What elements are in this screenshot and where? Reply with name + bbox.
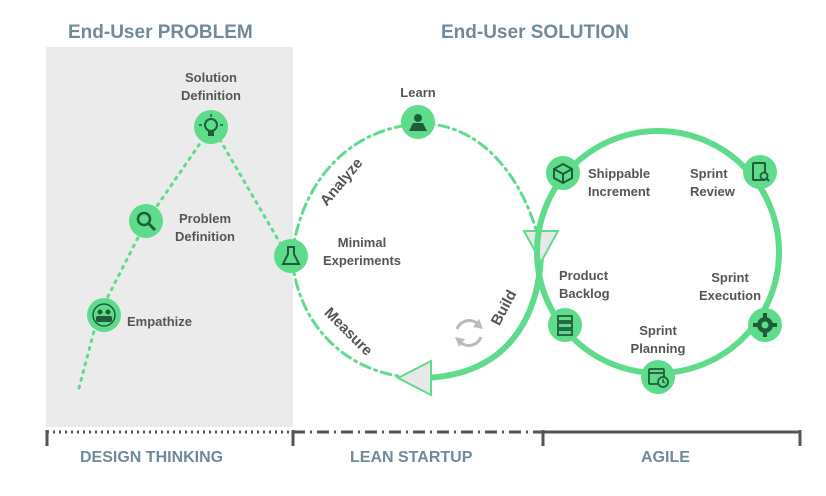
solution-header: End-User SOLUTION: [441, 22, 629, 43]
analyze-label: Analyze: [317, 155, 366, 209]
learner-icon: [401, 105, 435, 139]
problem-definition-label: Problem Definition: [175, 211, 235, 244]
build-label: Build: [488, 287, 521, 328]
build-arc: [419, 231, 545, 381]
cycle-arrows-icon: [455, 319, 483, 347]
empathize-label: Empathize: [127, 314, 193, 329]
sprint-execution-label: Sprint Execution: [698, 270, 762, 303]
gear-icon: [748, 308, 782, 342]
magnifier-icon: [129, 204, 163, 238]
learn-label: Learn: [400, 85, 436, 100]
backlog-list-icon: [548, 308, 582, 342]
product-backlog-label: Product Backlog: [559, 268, 610, 301]
flask-icon: [274, 239, 308, 273]
shippable-increment-label: Shippable Increment: [588, 166, 651, 199]
phase-bracket: [45, 430, 802, 446]
calendar-clock-icon: [641, 360, 675, 394]
sprint-review-label: Sprint Review: [690, 166, 735, 199]
clipboard-search-icon: [743, 155, 777, 189]
measure-label: Measure: [321, 304, 376, 359]
minimal-experiments-label: Minimal Experiments: [322, 235, 402, 268]
agile-footer: AGILE: [641, 449, 690, 466]
design-thinking-footer: DESIGN THINKING: [80, 449, 224, 466]
build-arrowhead: [395, 359, 432, 397]
design-thinking-panel: [46, 47, 293, 427]
lean-startup-footer: LEAN STARTUP: [350, 449, 473, 466]
design-thinking-path: [77, 123, 289, 390]
problem-header: End-User PROBLEM: [68, 22, 253, 43]
solution-definition-label: Solution Definition: [181, 70, 241, 103]
lean-loop-bottom: [290, 256, 407, 379]
people-target-icon: [87, 298, 121, 332]
lightbulb-icon: [194, 110, 228, 144]
box-icon: [546, 156, 580, 190]
sprint-planning-label: Sprint Planning: [630, 323, 686, 356]
